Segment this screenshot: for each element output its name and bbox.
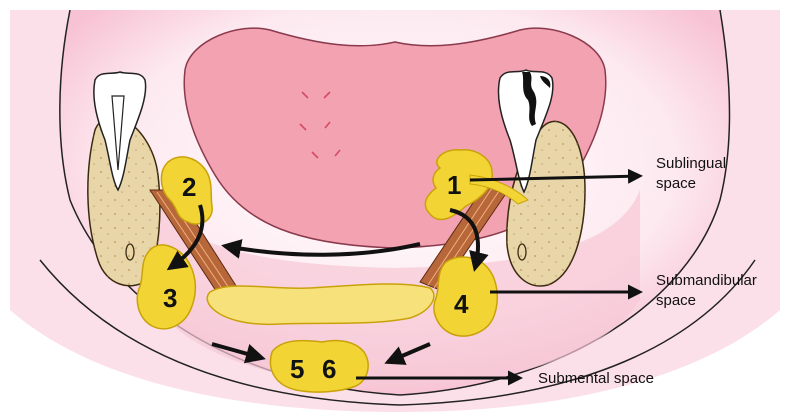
label-submental: Submental space [538, 370, 654, 387]
label-sublingual-line2: space [656, 175, 696, 192]
space-number-6: 6 [322, 354, 336, 384]
space-56-blob [270, 340, 368, 392]
space-number-2: 2 [182, 172, 196, 202]
space-number-3: 3 [163, 283, 177, 313]
label-sublingual-line1: Sublingual [656, 155, 726, 172]
label-submandibular-line1: Submandibular [656, 272, 757, 289]
space-number-4: 4 [454, 289, 469, 319]
label-submandibular-line2: space [656, 292, 696, 309]
space-number-5: 5 [290, 354, 304, 384]
space-number-1: 1 [447, 170, 461, 200]
hyoid-region [207, 284, 434, 324]
